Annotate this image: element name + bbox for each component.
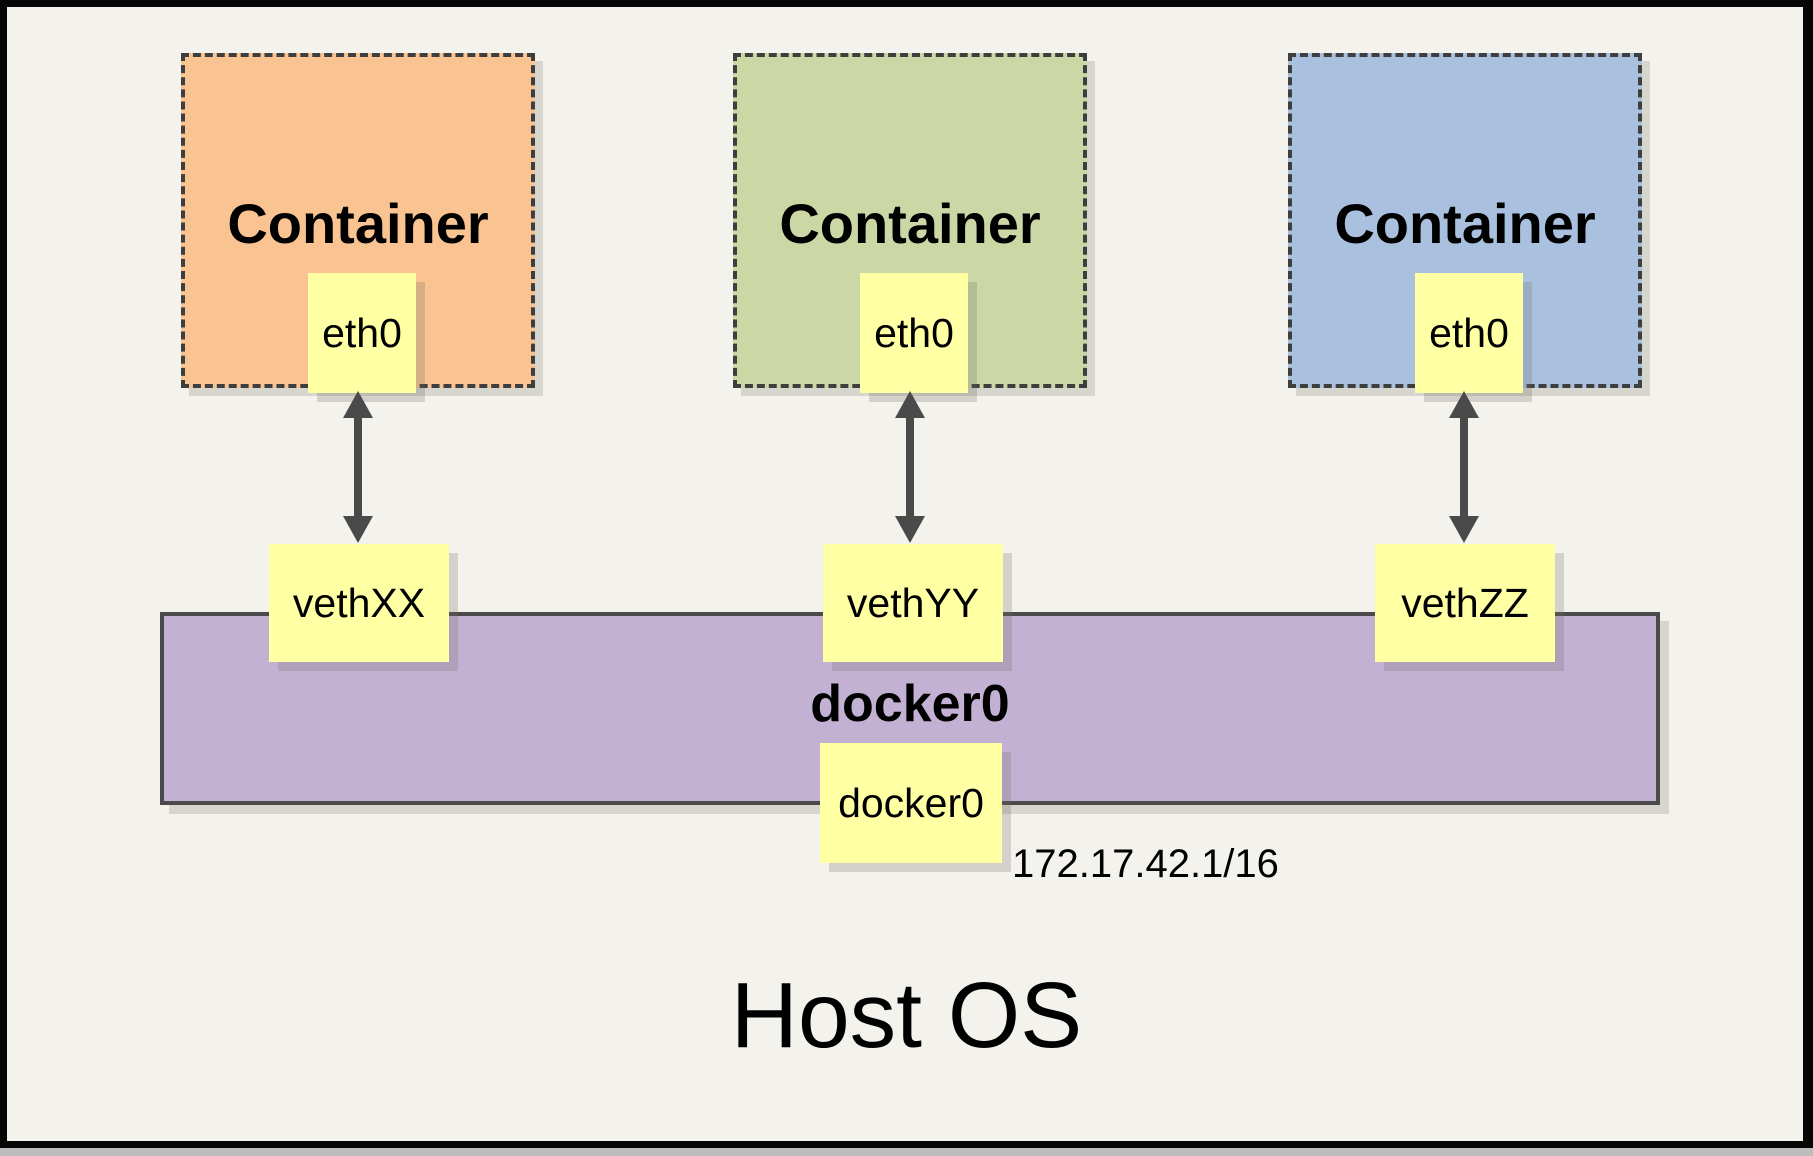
- arrowhead-up-icon: [895, 391, 925, 418]
- arrow-shaft: [906, 415, 914, 519]
- arrow-shaft: [1460, 415, 1468, 519]
- arrow-container2-veth: [895, 391, 925, 543]
- arrow-shaft: [354, 415, 362, 519]
- arrow-container3-veth: [1449, 391, 1479, 543]
- container-3-eth0-label: eth0: [1429, 309, 1509, 356]
- vethYY-box: vethYY: [823, 544, 1003, 662]
- host-os-title: Host OS: [730, 963, 1083, 1067]
- vethZZ-box: vethZZ: [1375, 544, 1555, 662]
- container-3-title: Container: [1334, 192, 1596, 255]
- container-box-3: Container eth0: [1288, 53, 1642, 393]
- vethYY-label: vethYY: [846, 579, 980, 626]
- container-box-1: Container eth0: [181, 53, 535, 393]
- container-3-eth0-box: eth0: [1415, 273, 1523, 393]
- arrowhead-down-icon: [1449, 516, 1479, 543]
- bridge-ip-label: 172.17.42.1/16: [1012, 842, 1279, 886]
- frame-drop-shadow: [37, 1148, 1813, 1156]
- container-2-eth0-box: eth0: [860, 273, 968, 393]
- docker0-interface-box: docker0: [820, 743, 1002, 863]
- arrowhead-up-icon: [343, 391, 373, 418]
- container-2-title: Container: [779, 192, 1041, 255]
- arrow-container1-veth: [343, 391, 373, 543]
- vethXX-label: vethXX: [292, 579, 426, 626]
- container-2-eth0-label: eth0: [874, 309, 954, 356]
- container-box-2: Container eth0: [733, 53, 1087, 393]
- arrowhead-down-icon: [895, 516, 925, 543]
- docker0-bridge-title: docker0: [810, 675, 1010, 733]
- container-1-title: Container: [227, 192, 489, 255]
- vethXX-box: vethXX: [269, 544, 449, 662]
- container-1-eth0-label: eth0: [322, 309, 402, 356]
- container-1-eth0-box: eth0: [308, 273, 416, 393]
- docker0-interface-label: docker0: [838, 779, 984, 826]
- arrowhead-up-icon: [1449, 391, 1479, 418]
- vethZZ-label: vethZZ: [1401, 579, 1529, 626]
- arrowhead-down-icon: [343, 516, 373, 543]
